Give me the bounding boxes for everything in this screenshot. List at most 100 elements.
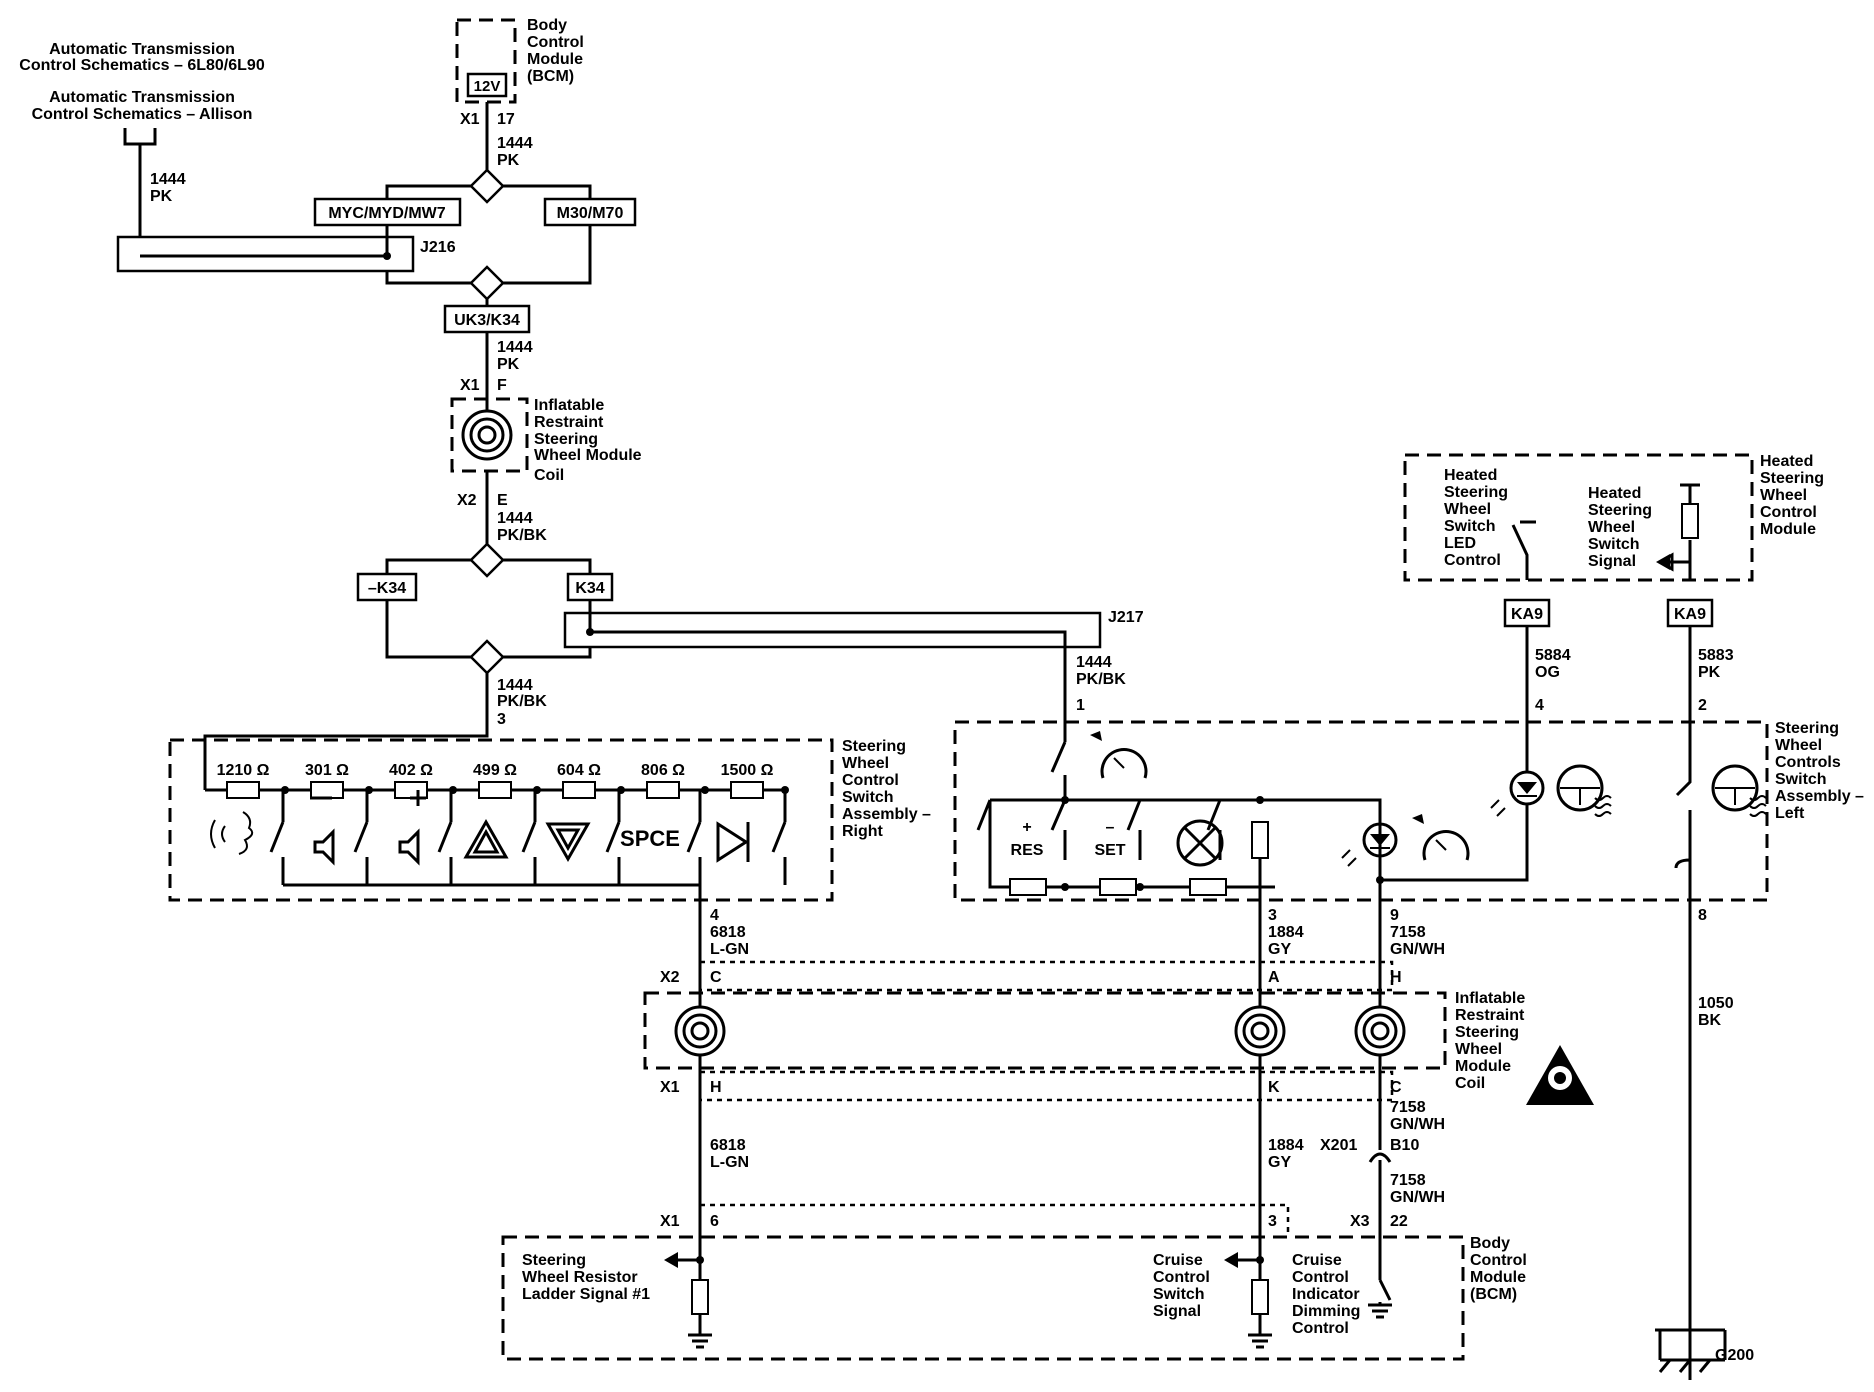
svg-text:Ladder Signal #1: Ladder Signal #1: [522, 1286, 650, 1303]
svg-text:Switch: Switch: [1775, 771, 1827, 788]
bcm-12v-label: 12V: [474, 78, 501, 95]
signal-arrow-icon: [1224, 1252, 1238, 1268]
svg-text:Steering: Steering: [1588, 502, 1652, 519]
wire-label: GY: [1268, 1154, 1291, 1171]
splice-diamond: [469, 265, 505, 301]
heated-steering-wheel-icon: [1556, 764, 1612, 817]
clockspring-coil-icon: [461, 409, 513, 461]
wire-label: PK/BK: [497, 527, 547, 544]
svg-text:Wheel: Wheel: [1760, 487, 1807, 504]
pullup-resistor: [1681, 503, 1699, 539]
splice-dot: [383, 252, 391, 260]
junction-dot: [1061, 883, 1069, 891]
wire-label: GN/WH: [1390, 941, 1445, 958]
svg-text:LED: LED: [1444, 535, 1476, 552]
splice-j217-box: [563, 611, 1102, 649]
space-button-label: SPCE: [620, 826, 680, 851]
svg-text:Module: Module: [1455, 1058, 1511, 1075]
wire-label: OG: [1535, 664, 1560, 681]
heated-module-label: Heated Steering Wheel Control Module: [1760, 453, 1824, 538]
splice-diamond: [469, 168, 505, 204]
cruise-indicator-led-icon: [1341, 822, 1398, 867]
seek-up-icon: [463, 818, 509, 859]
cruise-indicator-dimming-label: Cruise Control Indicator Dimming Control: [1292, 1252, 1360, 1337]
switch-contact: [771, 790, 787, 885]
connector-label: X3: [1350, 1213, 1370, 1230]
junction-dot: [1256, 1256, 1264, 1264]
svg-text:Wheel: Wheel: [1588, 519, 1635, 536]
svg-text:Control Schematics – 6L80/6L90: Control Schematics – 6L80/6L90: [19, 57, 265, 74]
junction-dot: [701, 786, 709, 794]
heated-led-control-label: Heated Steering Wheel Switch LED Control: [1444, 467, 1508, 569]
cruise-gauge-icon: [1090, 731, 1148, 779]
svg-text:Control: Control: [842, 772, 899, 789]
pin-label: 9: [1390, 907, 1399, 924]
junction-dot: [1136, 883, 1144, 891]
pin-17-label: 17: [497, 111, 515, 128]
svg-text:(BCM): (BCM): [527, 68, 574, 85]
svg-text:Wheel Resistor: Wheel Resistor: [522, 1269, 638, 1286]
splice-diamond: [469, 542, 505, 578]
svg-text:Switch: Switch: [1153, 1286, 1205, 1303]
wire-label: 7158: [1390, 924, 1426, 941]
coil-bottom-box: [643, 991, 1447, 1070]
svg-text:Body: Body: [1470, 1235, 1510, 1252]
pin-label: H: [1390, 969, 1402, 986]
svg-text:Switch: Switch: [1444, 518, 1496, 535]
wire-label: GY: [1268, 941, 1291, 958]
pin-label: C: [1390, 1079, 1402, 1096]
wire-label: PK: [497, 152, 520, 169]
wire-label: 6818: [710, 924, 746, 941]
plus-icon: [410, 790, 426, 806]
option-label: UK3/K34: [454, 312, 520, 329]
heated-led-driver-switch: [1511, 520, 1536, 580]
wire-label: 1444: [497, 135, 533, 152]
wire-j217: [588, 600, 1067, 735]
trans-ref-6l80: Automatic Transmission Control Schematic…: [19, 41, 265, 74]
set-minus-label: –: [1106, 819, 1115, 836]
junction-dot: [1256, 796, 1264, 804]
svg-text:Control: Control: [1292, 1269, 1349, 1286]
voice-icon: [210, 811, 254, 855]
wire-label: 1050: [1698, 995, 1734, 1012]
connector-label: X2: [660, 969, 680, 986]
svg-text:Indicator: Indicator: [1292, 1286, 1360, 1303]
svg-text:Heated: Heated: [1444, 467, 1497, 484]
coil-top-label: Inflatable Restraint Steering Wheel Modu…: [534, 397, 642, 484]
svg-text:Left: Left: [1775, 805, 1805, 822]
coil-connector-x2: [698, 960, 1394, 992]
option-label: KA9: [1674, 606, 1706, 623]
svg-text:Switch: Switch: [1588, 536, 1640, 553]
svg-text:Steering: Steering: [842, 738, 906, 755]
airbag-warning-icon: [1526, 1045, 1594, 1105]
pin-label: E: [497, 492, 508, 509]
res-plus-label: +: [1022, 819, 1031, 836]
resistor-value-label: 1210 Ω: [217, 762, 270, 779]
set-button-label[interactable]: SET: [1094, 842, 1125, 859]
wire-label: BK: [1698, 1012, 1722, 1029]
resistor: [1189, 878, 1227, 896]
svg-text:Steering: Steering: [1760, 470, 1824, 487]
resistor: [646, 781, 680, 799]
wire-label: 1884: [1268, 924, 1304, 941]
resistor: [1251, 821, 1269, 859]
ground-g200-label: G200: [1715, 1347, 1754, 1364]
svg-text:Steering: Steering: [1455, 1024, 1519, 1041]
wire-branch: [385, 558, 592, 574]
svg-text:Signal: Signal: [1588, 553, 1636, 570]
svg-text:Coil: Coil: [1455, 1075, 1485, 1092]
wire-label: 1884: [1268, 1137, 1304, 1154]
splice-j216-box: [116, 235, 415, 273]
pin-label: 1: [1076, 697, 1085, 714]
ground-icon: [1248, 1314, 1272, 1349]
pin-label: 3: [497, 711, 506, 728]
wire-label: 1444: [150, 171, 186, 188]
svg-text:Cruise: Cruise: [1292, 1252, 1342, 1269]
heated-switch-wheel-icon: [1711, 764, 1767, 817]
resistor-value-label: 402 Ω: [389, 762, 433, 779]
option-ka9-box: [1666, 598, 1714, 628]
option-label: MYC/MYD/MW7: [328, 205, 445, 222]
res-button-label[interactable]: RES: [1011, 842, 1044, 859]
connector-label: X1: [660, 1213, 680, 1230]
